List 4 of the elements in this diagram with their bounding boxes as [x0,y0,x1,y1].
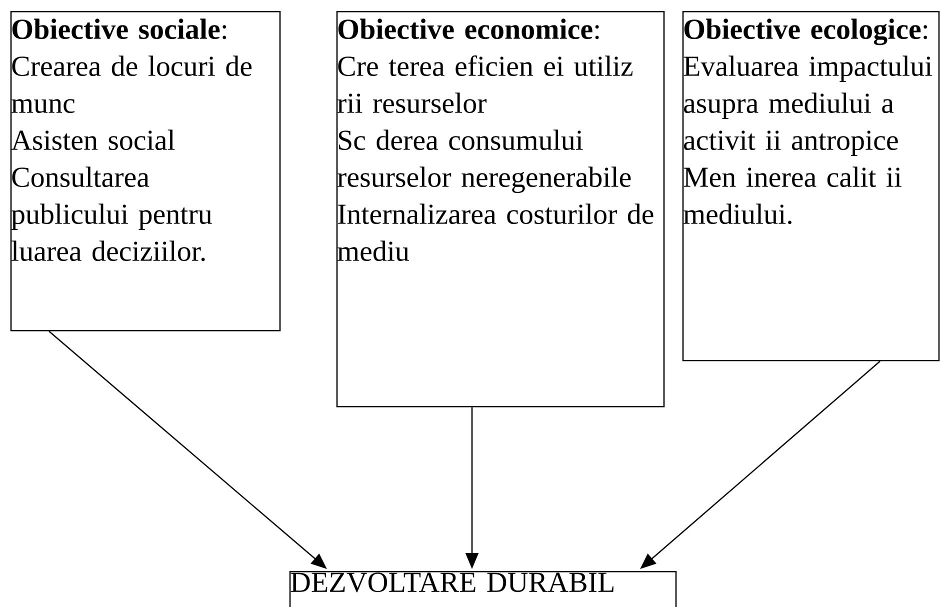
text-box: Obiective sociale: Crearea de locuri de munc Asisten social Consultarea publicului pentru luarea deciziilor. [10,11,281,332]
text-box: Obiective economice: Cre terea eficien ei utiliz rii resurselor Sc derea consumului resurselor neregenerabile Internalizarea costurilor de mediu [336,11,665,408]
text-box: DEZVOLTARE DURABIL [289,571,677,607]
text-box: Obiective ecologice: Evaluarea impactului asupra mediului a activit ii antropice Men inerea calit ii mediului. [682,11,940,362]
